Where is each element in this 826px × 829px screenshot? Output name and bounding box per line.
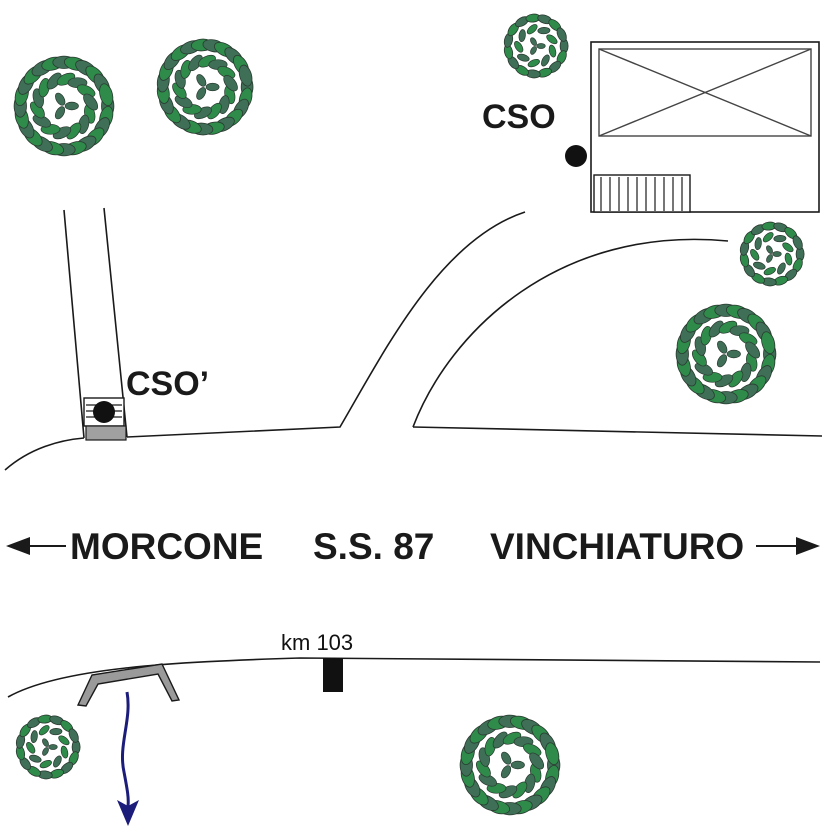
tree-icon [503,13,569,79]
road-edge-upper-right [412,238,729,428]
left-destination: MORCONE [70,526,263,567]
tree-icon [13,55,115,157]
road-name: S.S. 87 [313,526,434,567]
lane-edge-left [63,209,85,439]
building-icon [590,41,820,213]
tree-icon [156,38,254,136]
tree-icon [459,714,561,816]
manhole-icon [83,397,127,441]
road-edge-upper-far [412,426,823,437]
culvert [76,663,181,707]
arrow-left-icon [6,537,66,555]
tree-icon [675,303,777,405]
road-edge-upper-left [4,437,85,471]
tree-icon [15,714,81,780]
cso-prime-label: CSO’ [126,365,209,403]
trees-group [13,13,805,816]
cso-point [565,145,587,167]
cso-label: CSO [482,98,556,136]
road-edge-upper-main [126,211,526,438]
km-post-icon [323,658,343,692]
km-marker-label: km 103 [281,630,353,655]
tree-icon [739,221,805,287]
arrow-right-icon [756,537,820,555]
flow-arrow-icon [117,691,139,826]
right-destination: VINCHIATURO [490,526,744,567]
road-edge-lower [7,657,821,698]
